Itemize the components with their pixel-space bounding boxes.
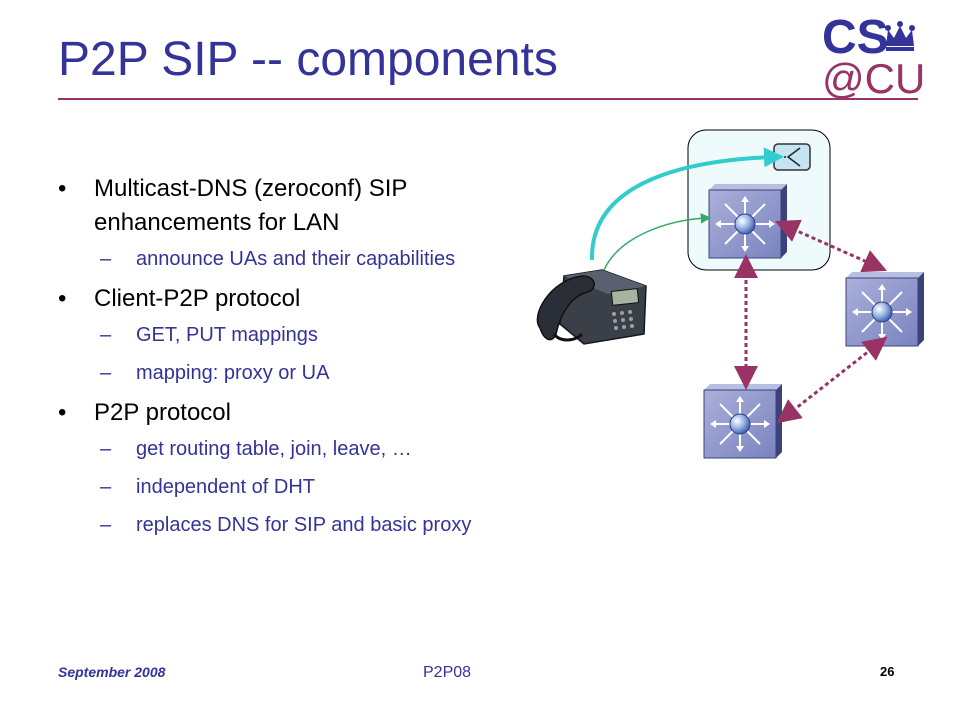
logo-cu-text: @CU	[822, 55, 926, 102]
sub-bullet: independent of DHT	[94, 472, 528, 502]
cs-cu-logo: CS @CU	[822, 11, 925, 102]
green-arrow	[603, 213, 712, 271]
sub-bullet: GET, PUT mappings	[94, 320, 528, 350]
bullet-client-p2p: Client-P2P protocol GET, PUT mappings ma…	[58, 282, 528, 388]
bullet-multicast-dns: Multicast-DNS (zeroconf) SIP enhancement…	[58, 172, 528, 274]
sip-ua-icon	[773, 143, 811, 171]
router-lan-icon	[708, 183, 788, 259]
footer-date: September 2008	[58, 664, 166, 680]
bullet-text: Client-P2P protocol	[94, 285, 301, 312]
page-number: 26	[880, 664, 895, 679]
bullet-p2p-protocol: P2P protocol get routing table, join, le…	[58, 396, 528, 540]
bullet-list: Multicast-DNS (zeroconf) SIP enhancement…	[58, 172, 528, 548]
p2p-sip-diagram	[536, 129, 925, 459]
sub-bullet-list: get routing table, join, leave, … indepe…	[94, 434, 528, 540]
slide-title: P2P SIP -- components	[58, 33, 558, 86]
sub-bullet: replaces DNS for SIP and basic proxy	[94, 510, 528, 540]
crown-icon	[885, 21, 915, 51]
teal-arrow	[589, 147, 784, 261]
sub-bullet-list: GET, PUT mappings mapping: proxy or UA	[94, 320, 528, 388]
title-rule	[58, 98, 918, 100]
sub-bullet: mapping: proxy or UA	[94, 358, 528, 388]
logo-cs-text: CS	[822, 11, 889, 64]
p2p-link-right-bottom	[776, 336, 888, 424]
footer-conference: P2P08	[423, 664, 472, 681]
bullet-text: P2P protocol	[94, 399, 231, 426]
sub-bullet: announce UAs and their capabilities	[94, 244, 528, 274]
sub-bullet: get routing table, join, leave, …	[94, 434, 528, 464]
router-bottom-icon	[703, 383, 783, 459]
p2p-link-lan-right	[775, 219, 887, 273]
ip-phone-icon	[536, 269, 647, 345]
router-right-icon	[845, 271, 925, 347]
bullet-text: Multicast-DNS (zeroconf) SIP enhancement…	[94, 175, 407, 236]
sub-bullet-list: announce UAs and their capabilities	[94, 244, 528, 274]
